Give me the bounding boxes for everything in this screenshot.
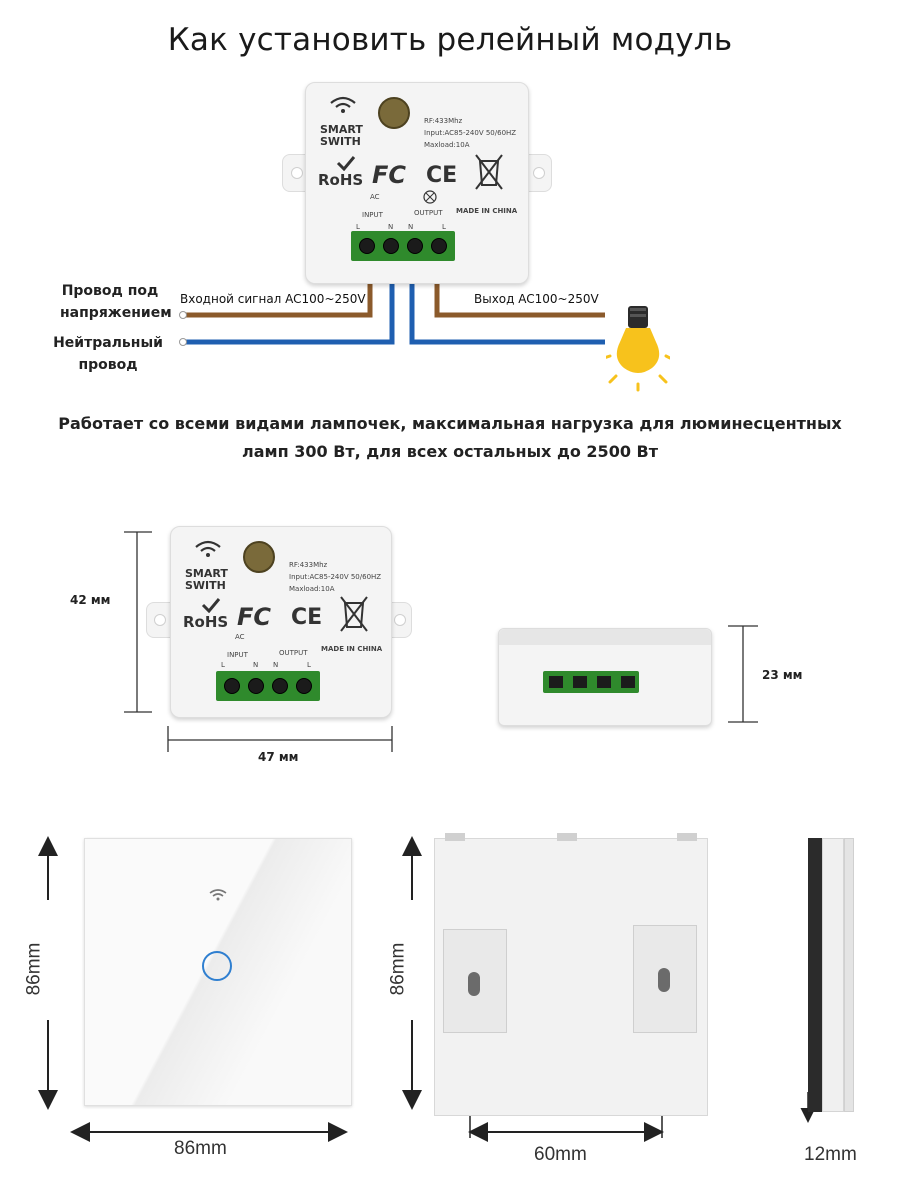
made-in-label: MADE IN CHINA xyxy=(456,207,518,215)
pin-n-out: N xyxy=(273,661,279,669)
hole-spacing-label: 60mm xyxy=(534,1144,587,1165)
made-in-label: MADE IN CHINA xyxy=(321,645,383,653)
pin-l-in: L xyxy=(221,661,225,669)
cert-rohs: RoHS xyxy=(183,613,229,631)
terminal-screw xyxy=(431,238,447,254)
wifi-icon xyxy=(328,95,358,119)
pairing-button xyxy=(243,541,275,573)
terminal-screw xyxy=(272,678,288,694)
wiring-diagram: SMART SWITH RF:433Mhz Input:AC85-240V 50… xyxy=(0,70,900,400)
side-back-edge xyxy=(808,838,822,1112)
ac-label: AC xyxy=(235,633,245,641)
brand-line2: SWITH xyxy=(185,579,226,592)
wifi-indicator-icon xyxy=(209,887,227,906)
back-height-label: 86mm xyxy=(387,942,409,996)
mount-hole xyxy=(658,968,670,992)
ac-label: AC xyxy=(370,193,380,201)
mount-plate-left xyxy=(443,929,507,1033)
pin-l-in: L xyxy=(356,223,360,231)
relay-module-side-view xyxy=(498,628,712,726)
relay-module: SMART SWITH RF:433Mhz Input:AC85-240V 50… xyxy=(305,82,529,284)
pin-n-in: N xyxy=(388,223,394,231)
check-icon xyxy=(201,597,221,617)
terminal-screw xyxy=(383,238,399,254)
input-label: INPUT xyxy=(227,651,248,659)
brand-line1: SMART xyxy=(185,567,228,580)
weee-bin-icon xyxy=(474,153,504,195)
brand-line1: SMART xyxy=(320,123,363,136)
spec-load: Maxload:10A xyxy=(424,141,470,149)
back-clip xyxy=(557,833,577,841)
terminal-slot xyxy=(573,676,587,688)
mount-plate-right xyxy=(633,925,697,1033)
output-signal-label: Выход AC100~250V xyxy=(474,292,599,306)
page-title: Как установить релейный модуль xyxy=(167,22,733,58)
switch-side-panel xyxy=(808,838,856,1112)
spec-input: Input:AC85-240V 50/60HZ xyxy=(424,129,517,137)
spec-input: Input:AC85-240V 50/60HZ xyxy=(289,573,382,581)
module-dimension-lines xyxy=(124,531,758,752)
wifi-icon xyxy=(193,539,223,563)
spec-rf: RF:433Mhz xyxy=(289,561,328,569)
terminal-screw xyxy=(248,678,264,694)
touch-button-ring[interactable] xyxy=(202,951,232,981)
cert-ce: CE xyxy=(426,163,458,188)
pairing-button xyxy=(378,97,410,129)
mount-hole xyxy=(468,972,480,996)
live-wire-end xyxy=(179,311,187,319)
description-line1: Работает со всеми видами лампочек, макси… xyxy=(58,414,842,433)
switch-back-panel xyxy=(434,833,708,1116)
output-label: OUTPUT xyxy=(279,649,308,657)
spec-load: Maxload:10A xyxy=(289,585,335,593)
terminal-screw xyxy=(296,678,312,694)
relay-module-top-view: SMART SWITH RF:433Mhz Input:AC85-240V 50… xyxy=(170,526,392,718)
lamp-symbol-icon xyxy=(422,189,438,209)
brand-line2: SWITH xyxy=(320,135,361,148)
front-width-label: 86mm xyxy=(174,1138,227,1159)
check-icon xyxy=(336,155,356,175)
terminal-screw xyxy=(407,238,423,254)
cert-fcc: FC xyxy=(237,603,272,631)
side-body xyxy=(822,838,844,1112)
module-height-label: 42 мм xyxy=(70,593,111,607)
load-description: Работает со всеми видами лампочек, макси… xyxy=(0,410,900,466)
terminal-slot xyxy=(549,676,563,688)
terminal-slot xyxy=(597,676,611,688)
input-signal-label: Входной сигнал AC100~250V xyxy=(180,292,366,306)
front-height-label: 86mm xyxy=(23,942,45,996)
light-bulb-icon xyxy=(602,302,672,396)
pin-l-out: L xyxy=(307,661,311,669)
terminal-block-side xyxy=(543,671,639,693)
input-label: INPUT xyxy=(362,211,383,219)
terminal-block xyxy=(216,671,320,701)
switch-front-panel xyxy=(84,838,352,1106)
weee-bin-icon xyxy=(339,595,369,637)
terminal-screw xyxy=(224,678,240,694)
cert-fcc: FC xyxy=(372,161,407,189)
terminal-slot xyxy=(621,676,635,688)
cert-rohs: RoHS xyxy=(318,171,364,189)
terminal-block xyxy=(351,231,455,261)
back-clip xyxy=(677,833,697,841)
module-depth-label: 23 мм xyxy=(762,668,803,682)
neutral-wire-end xyxy=(179,338,187,346)
output-label: OUTPUT xyxy=(414,209,443,217)
pin-l-out: L xyxy=(442,223,446,231)
pin-n-in: N xyxy=(253,661,259,669)
neutral-wire-label: Нейтральный провод xyxy=(53,335,163,373)
terminal-screw xyxy=(359,238,375,254)
side-glass xyxy=(844,838,854,1112)
spec-rf: RF:433Mhz xyxy=(424,117,463,125)
description-line2: ламп 300 Вт, для всех остальных до 2500 … xyxy=(242,442,658,461)
pin-n-out: N xyxy=(408,223,414,231)
thickness-label: 12mm xyxy=(804,1144,857,1165)
side-view-shadow xyxy=(499,629,711,645)
module-width-label: 47 мм xyxy=(258,750,299,764)
live-wire-label: Провод под напряжением xyxy=(60,283,172,321)
cert-ce: CE xyxy=(291,605,323,630)
back-clip xyxy=(445,833,465,841)
panel-dimension-lines xyxy=(38,836,816,1142)
